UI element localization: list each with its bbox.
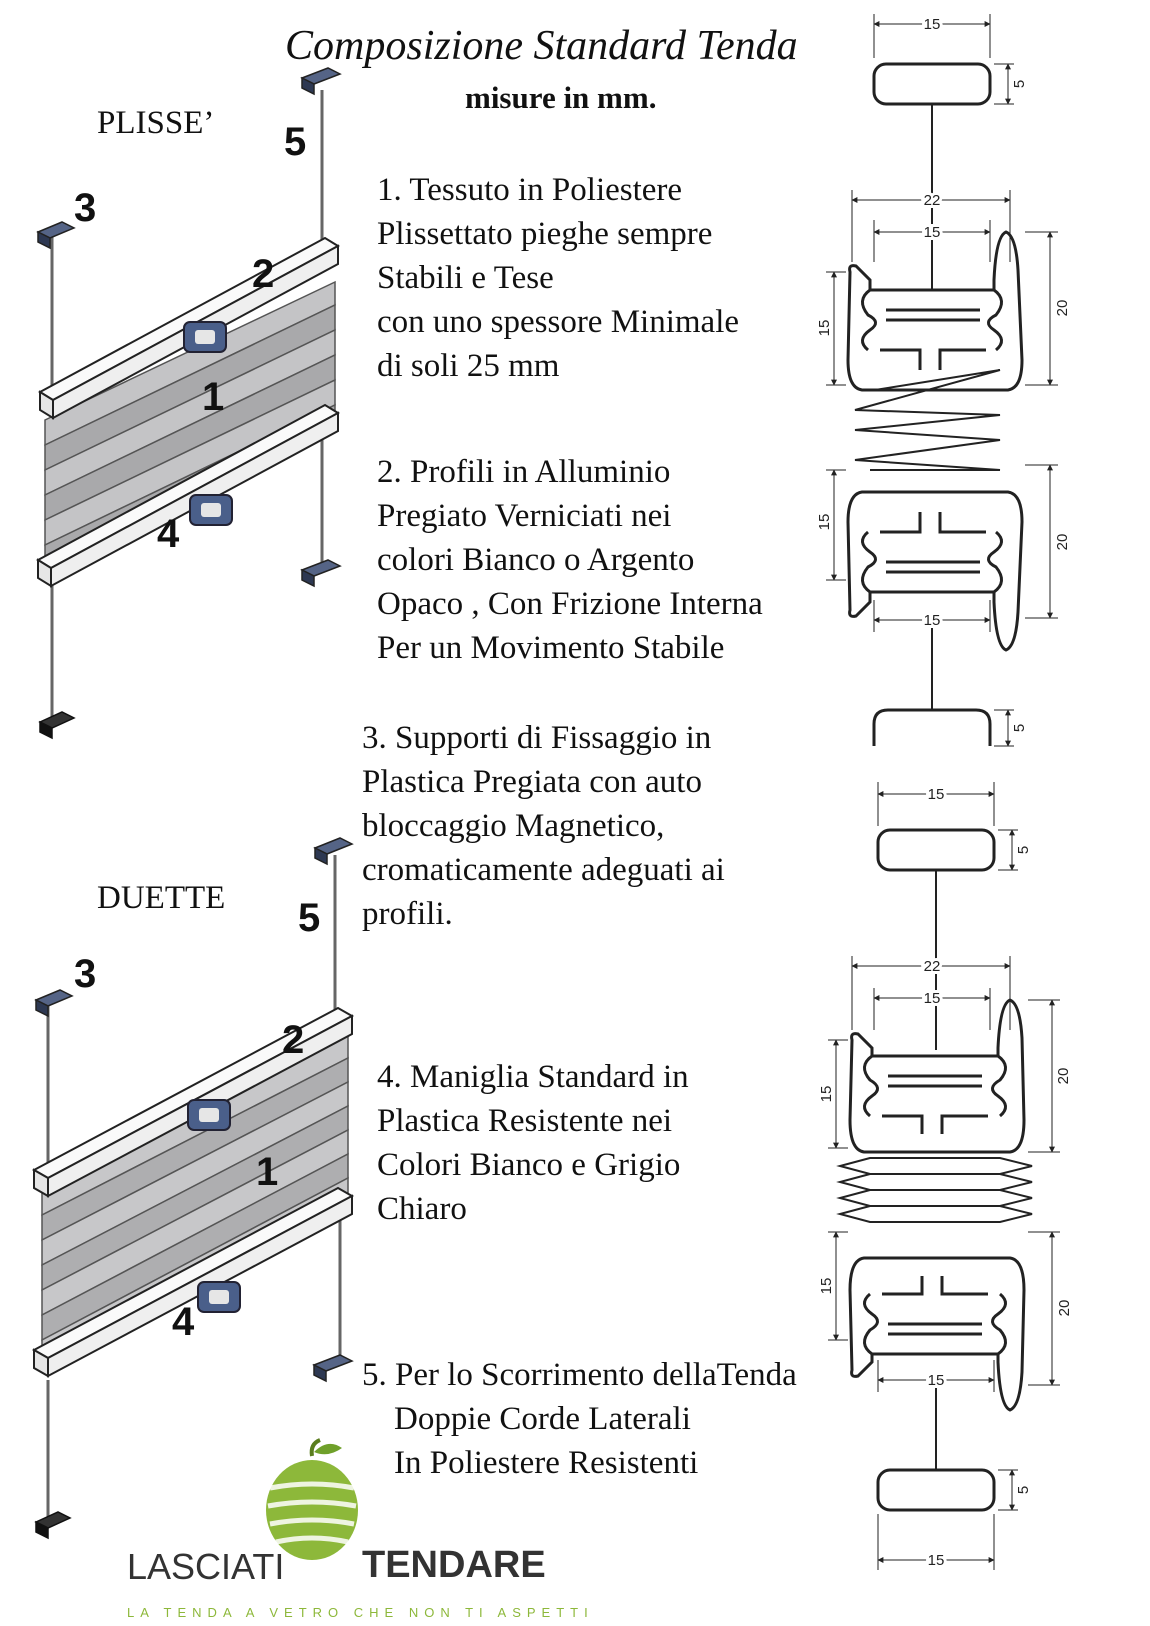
duette-bracket-bottom-right: [312, 1354, 354, 1383]
item-3-line: profili.: [362, 896, 453, 932]
dim-label: 5: [1011, 724, 1028, 732]
dim-label: 15: [816, 320, 833, 337]
plisse-fabric-section: [854, 369, 1001, 471]
duette-callout-1: 1: [256, 1150, 279, 1194]
dim-label: 20: [1055, 1068, 1072, 1085]
dim-label: 15: [818, 1278, 835, 1295]
item-3-line: 3. Supporti di Fissaggio in: [362, 720, 712, 756]
dim-label: 5: [1015, 846, 1032, 854]
item-5-description: 5. Per lo Scorrimento dellaTenda Doppie …: [362, 1353, 797, 1485]
item-2-description: 2. Profili in Alluminio Pregiato Vernici…: [377, 450, 763, 670]
dim-label: 20: [1054, 300, 1071, 317]
item-5-line: In Poliestere Resistenti: [394, 1445, 699, 1481]
plisse-blind-illustration: [36, 67, 342, 740]
duette-bracket-top-right: [313, 837, 354, 866]
plisse-label: PLISSE’: [97, 105, 215, 141]
dim-label: 15: [928, 1552, 945, 1569]
item-3-description: 3. Supporti di Fissaggio in Plastica Pre…: [362, 716, 725, 936]
duette-blind-illustration: [31, 837, 355, 1540]
plisse-bracket-top-right: [300, 67, 342, 96]
duette-callout-4: 4: [172, 1300, 195, 1344]
logo-text-right: TENDARE: [362, 1544, 546, 1586]
plisse-bottom-bracket-drawing: [872, 708, 1014, 747]
logo-slogan: LA TENDA A VETRO CHE NON TI ASPETTI: [127, 1605, 594, 1620]
duette-top-profile-drawing: [828, 956, 1060, 1154]
dim-label: 22: [924, 958, 941, 975]
item-3-line: bloccaggio Magnetico,: [362, 808, 665, 844]
item-4-line: 4. Maniglia Standard in: [377, 1059, 689, 1095]
item-4-line: Plastica Resistente nei: [377, 1103, 673, 1139]
dim-label: 15: [924, 224, 941, 241]
duette-handle-bottom: [197, 1281, 241, 1313]
plisse-top-bracket-drawing: [872, 14, 1014, 106]
item-1-line: 1. Tessuto in Poliestere: [377, 172, 683, 208]
item-2-line: Per un Movimento Stabile: [377, 630, 725, 666]
diagram-subtitle: misure in mm.: [465, 80, 657, 115]
apple-logo-icon: [266, 1438, 358, 1560]
plisse-bracket-bottom-right: [300, 559, 342, 588]
plisse-callout-1: 1: [202, 375, 225, 419]
duette-label: DUETTE: [97, 880, 226, 916]
dim-label: 15: [928, 1372, 945, 1389]
dim-label: 5: [1011, 80, 1028, 88]
dim-label: 15: [924, 612, 941, 629]
item-2-line: Pregiato Verniciati nei: [377, 498, 672, 534]
diagram-title: Composizione Standard Tenda: [285, 23, 798, 69]
plisse-bracket-bottom-left: [38, 711, 76, 740]
item-5-line: 5. Per lo Scorrimento dellaTenda: [362, 1357, 797, 1393]
plisse-handle-top: [183, 321, 227, 353]
plisse-callout-4: 4: [157, 512, 180, 556]
plisse-callout-2: 2: [252, 252, 275, 296]
item-4-description: 4. Maniglia Standard in Plastica Resiste…: [377, 1055, 689, 1231]
plisse-handle-bottom: [189, 494, 233, 526]
profile-technical-drawings: 15 5 22 15 15 20 15 20 15 5 15 5 22 15 1…: [813, 13, 1076, 1572]
duette-bottom-profile-drawing: [828, 1231, 1060, 1412]
dim-label: 22: [924, 192, 941, 209]
duette-bracket-bottom-left: [34, 1511, 72, 1540]
item-1-line: di soli 25 mm: [377, 348, 560, 384]
dim-label: 20: [1054, 534, 1071, 551]
duette-top-bracket-drawing: [876, 782, 1018, 872]
plisse-bracket-top-left: [36, 221, 76, 250]
plisse-callout-5: 5: [284, 120, 307, 164]
dim-label: 15: [924, 990, 941, 1007]
duette-callout-5: 5: [298, 896, 321, 940]
dim-label: 15: [818, 1086, 835, 1103]
dim-label: 15: [924, 16, 941, 33]
duette-handle-top: [187, 1099, 231, 1131]
dim-label: 15: [816, 514, 833, 531]
item-3-line: Plastica Pregiata con auto: [362, 764, 702, 800]
plisse-bottom-profile-drawing: [826, 464, 1058, 652]
item-1-line: con uno spessore Minimale: [377, 304, 740, 340]
item-1-line: Plissettato pieghe sempre: [377, 216, 713, 252]
duette-bracket-top-left: [34, 989, 74, 1018]
item-2-line: colori Bianco o Argento: [377, 542, 695, 578]
plisse-top-profile-drawing: [826, 190, 1058, 392]
item-5-line: Doppie Corde Laterali: [394, 1401, 691, 1437]
item-3-line: cromaticamente adeguati ai: [362, 852, 725, 888]
dim-label: 20: [1056, 1300, 1073, 1317]
item-2-line: Opaco , Con Frizione Interna: [377, 586, 763, 622]
logo-text-left: LASCIATI: [127, 1546, 285, 1587]
item-2-line: 2. Profili in Alluminio: [377, 454, 671, 490]
duette-fabric-section: [836, 1157, 1033, 1223]
duette-callout-2: 2: [282, 1018, 305, 1062]
plisse-callout-3: 3: [74, 186, 97, 230]
dim-label: 5: [1015, 1486, 1032, 1494]
duette-bottom-bracket-drawing: [876, 1468, 1018, 1570]
duette-callout-3: 3: [74, 952, 97, 996]
item-1-line: Stabili e Tese: [377, 260, 554, 296]
dim-label: 15: [928, 786, 945, 803]
item-4-line: Colori Bianco e Grigio: [377, 1147, 681, 1183]
item-1-description: 1. Tessuto in Poliestere Plissettato pie…: [377, 168, 739, 388]
item-4-line: Chiaro: [377, 1191, 467, 1227]
